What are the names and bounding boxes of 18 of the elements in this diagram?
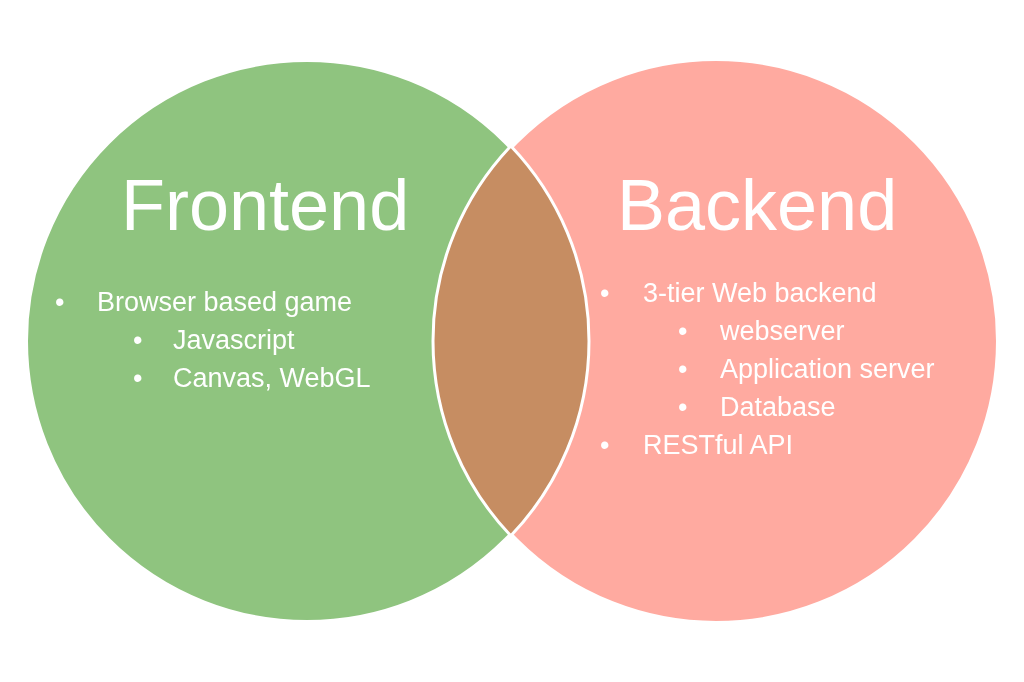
circle-title: Backend — [617, 164, 898, 246]
bullet-item: RESTful API — [643, 429, 794, 461]
bullet-mark: • — [55, 286, 65, 318]
bullet-mark: • — [600, 277, 610, 309]
bullet-item: webserver — [720, 315, 845, 347]
bullet-mark: • — [133, 324, 143, 356]
bullet-mark: • — [600, 429, 610, 461]
bullet-item: Browser based game — [97, 286, 353, 318]
bullet-item: Database — [720, 391, 836, 423]
bullet-item: 3-tier Web backend — [643, 277, 877, 309]
bullet-item: Application server — [720, 353, 935, 385]
bullet-mark: • — [678, 315, 688, 347]
circle-title: Frontend — [121, 164, 410, 246]
bullet-item: Javascript — [173, 324, 295, 356]
bullet-item: Canvas, WebGL — [173, 362, 371, 394]
bullet-mark: • — [678, 391, 688, 423]
bullet-mark: • — [678, 353, 688, 385]
bullet-mark: • — [133, 362, 143, 394]
